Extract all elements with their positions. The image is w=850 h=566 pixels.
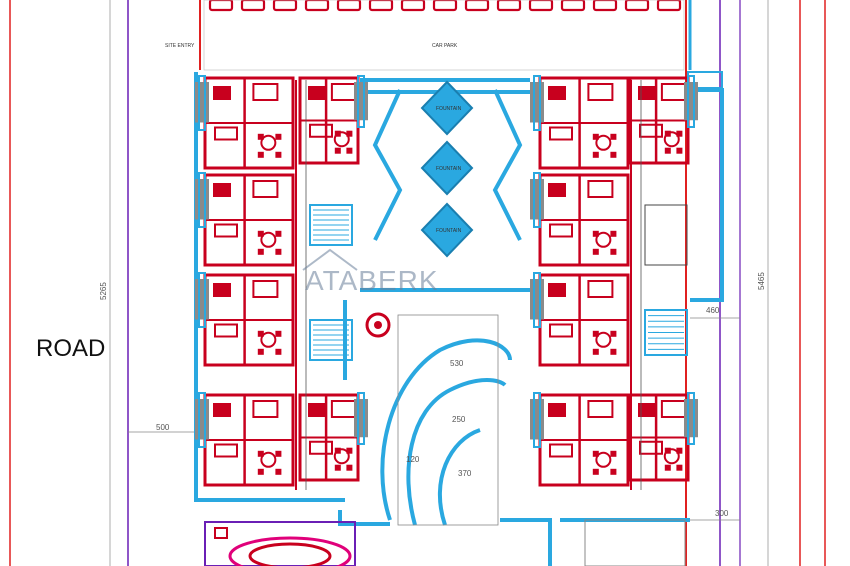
core-left xyxy=(309,204,353,361)
apartment-unit xyxy=(298,75,368,165)
apartment-unit xyxy=(628,392,698,482)
parking-bay xyxy=(368,0,394,12)
apartment-unit xyxy=(195,392,295,487)
dimension-120: 120 xyxy=(406,455,420,464)
ataberk-watermark: ATABERK xyxy=(302,248,439,296)
stair-treads xyxy=(313,324,349,356)
column-marker xyxy=(365,312,391,338)
apartment-unit xyxy=(195,75,295,170)
apartment-unit xyxy=(530,172,630,267)
parking-bay xyxy=(592,0,618,12)
road-label: ROAD xyxy=(36,335,105,362)
curved-ramp xyxy=(380,314,512,526)
parking-bay xyxy=(208,0,234,12)
apartment-unit xyxy=(195,172,295,267)
dimension-460: 460 xyxy=(706,306,720,315)
bottom-right-room xyxy=(584,519,686,566)
fountain-label-2: FOUNTAIN xyxy=(436,166,462,172)
fountain-3 xyxy=(420,202,474,258)
stair-treads xyxy=(313,209,349,241)
car-park-label: CAR PARK xyxy=(432,43,458,49)
parking-bay xyxy=(400,0,426,12)
parking-bay xyxy=(304,0,330,12)
parking-bay xyxy=(272,0,298,12)
parking-bay xyxy=(240,0,266,12)
stair-treads xyxy=(648,315,684,350)
watermark-text: ATABERK xyxy=(305,265,439,296)
car-park-bays xyxy=(208,0,682,12)
apartment-unit xyxy=(195,272,295,367)
parking-bay xyxy=(560,0,586,12)
apartment-unit xyxy=(530,392,630,487)
parking-bay xyxy=(656,0,682,12)
parking-bay xyxy=(464,0,490,12)
parking-bay xyxy=(432,0,458,12)
right-apartment-block xyxy=(530,75,698,490)
dimension-530: 530 xyxy=(450,359,464,368)
parking-bay xyxy=(496,0,522,12)
pool-structure xyxy=(204,521,356,566)
dimension-300: 300 xyxy=(715,509,729,518)
fountain-label-1: FOUNTAIN xyxy=(436,106,462,112)
apartment-unit xyxy=(530,75,630,170)
car-park-area xyxy=(203,0,685,71)
dimension-250: 250 xyxy=(452,415,466,424)
fountain-label-3: FOUNTAIN xyxy=(436,228,462,234)
fountain-court xyxy=(372,80,523,258)
dimension-5265: 5265 xyxy=(99,282,108,300)
parking-bay xyxy=(624,0,650,12)
apartment-unit xyxy=(298,392,368,482)
parking-bay xyxy=(336,0,362,12)
fountain-1 xyxy=(420,80,474,136)
parking-bay xyxy=(528,0,554,12)
apartment-unit xyxy=(628,75,698,165)
fountain-2 xyxy=(420,140,474,196)
left-apartment-block xyxy=(195,75,368,490)
core-right xyxy=(644,204,688,356)
dimension-500: 500 xyxy=(156,423,170,432)
site-entry-label: SITE ENTRY xyxy=(165,43,195,49)
dimension-5465: 5465 xyxy=(757,272,766,290)
apartment-unit xyxy=(530,272,630,367)
dimension-370: 370 xyxy=(458,469,472,478)
